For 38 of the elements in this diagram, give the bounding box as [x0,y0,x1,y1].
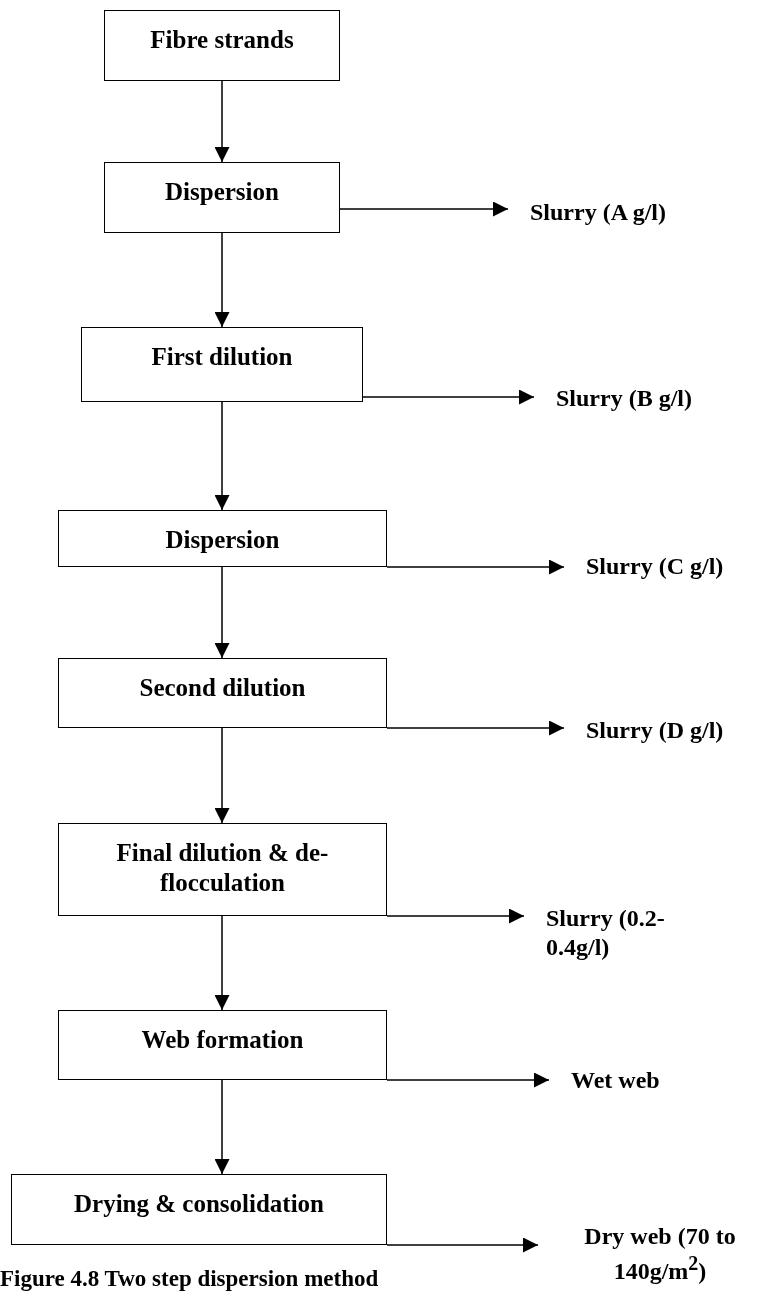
arrow [214,401,230,511]
process-box [58,510,387,567]
arrow [214,915,230,1011]
process-box [104,10,340,81]
step-label: Slurry (D g/l) [586,716,724,745]
step-label: Slurry (B g/l) [556,384,692,413]
step-label: Second dilution [139,673,306,703]
arrow [386,559,565,575]
step-label: Dispersion [165,525,280,555]
process-box [58,1010,387,1080]
arrow [386,1237,539,1253]
arrow [362,389,535,405]
step-label: Slurry (0.2-0.4g/l) [546,904,666,962]
arrow [386,1072,550,1088]
step-label: Web formation [141,1025,304,1055]
step-label: First dilution [151,342,293,372]
step-label: Drying & consolidation [74,1189,324,1219]
process-box [11,1174,387,1245]
arrow [386,908,525,924]
process-box [58,823,387,916]
step-label: Slurry (A g/l) [530,198,666,227]
process-box [104,162,340,233]
arrow [214,1079,230,1175]
arrow [214,232,230,328]
arrow [214,727,230,824]
step-label: Final dilution & de-flocculation [115,838,330,898]
figure-caption: Figure 4.8 Two step dispersion method [0,1266,379,1292]
step-label: Dry web (70 to 140g/m$^{2}$) [583,1222,737,1286]
process-box [58,658,387,728]
arrow [386,720,565,736]
step-label: Dispersion [165,177,279,207]
arrow [339,201,509,217]
step-label: Fibre strands [150,25,294,55]
step-label: Wet web [571,1066,660,1095]
process-box [81,327,363,402]
arrow [214,566,230,659]
arrow [214,80,230,163]
step-label: Slurry (C g/l) [586,552,724,581]
